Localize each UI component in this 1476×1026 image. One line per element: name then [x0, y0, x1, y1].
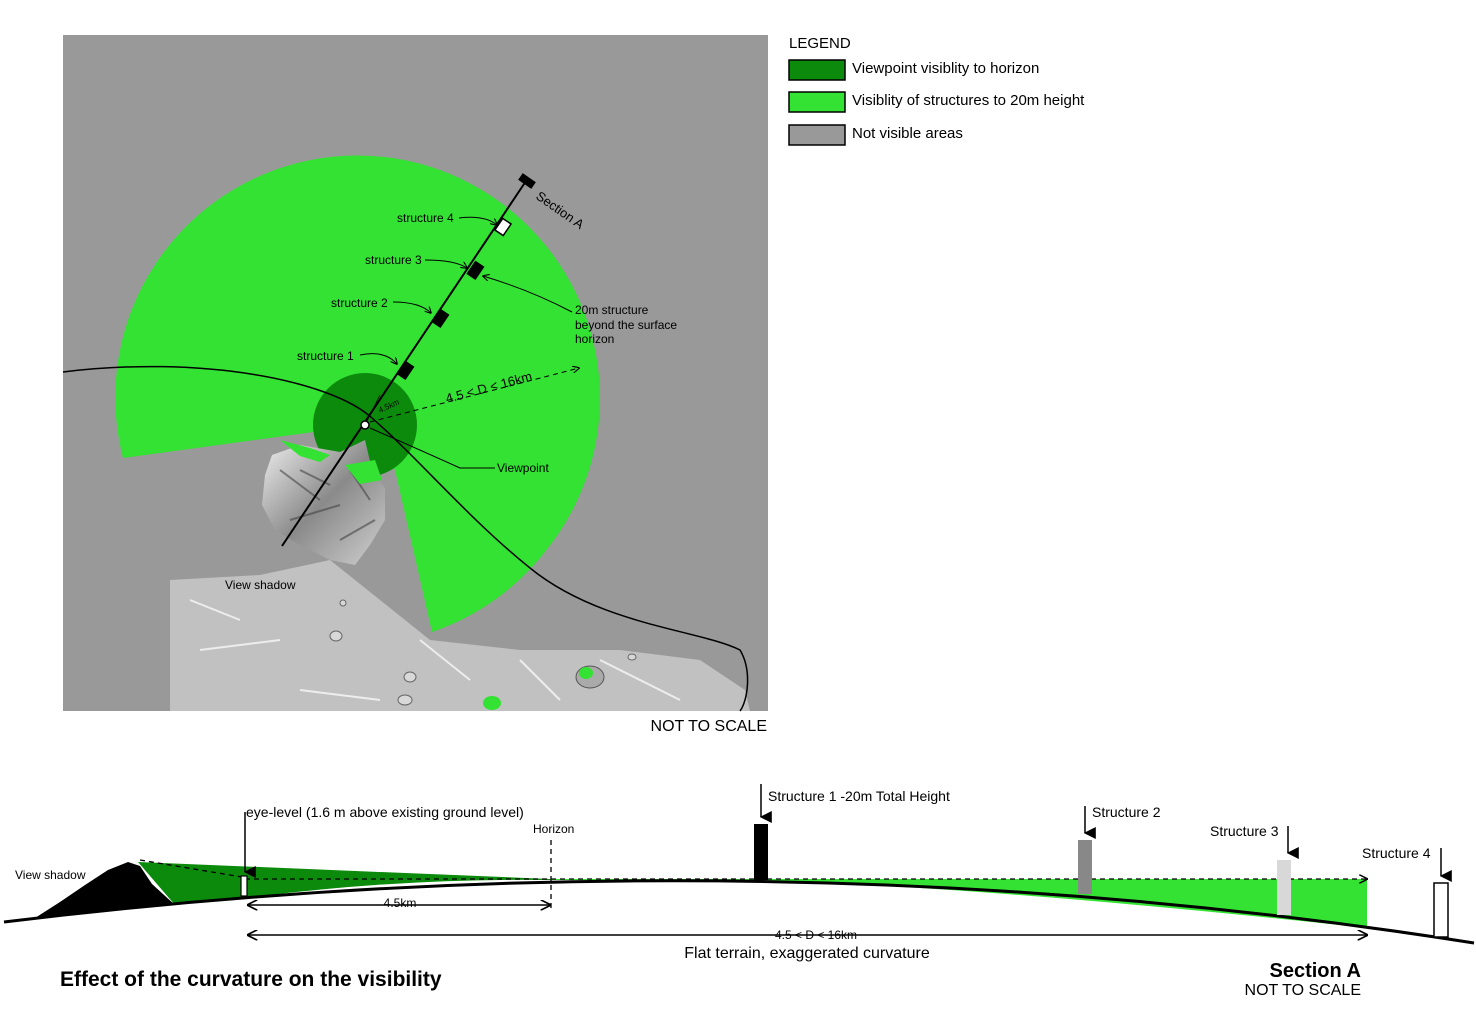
ground-curve [3, 879, 1475, 945]
structure-3-section-label: Structure 3 [1210, 823, 1279, 839]
legend-swatch-viewpoint [788, 59, 846, 81]
structure-3-label: structure 3 [365, 253, 422, 267]
horizon-label: Horizon [533, 822, 574, 836]
legend: LEGEND Viewpoint visiblity to horizon Vi… [788, 35, 1085, 146]
structure-4-label: structure 4 [397, 211, 454, 225]
section-diagram: View shadow eye-level (1.6 m above exist… [3, 784, 1475, 999]
map-structure-2 [431, 308, 450, 328]
legend-title: LEGEND [789, 35, 851, 52]
structure-1-label: structure 1 [297, 349, 354, 363]
section-scale-note: NOT TO SCALE [1245, 982, 1361, 999]
structure-4-section-label: Structure 4 [1362, 845, 1431, 861]
map-structure-4 [493, 217, 513, 237]
legend-label-structures: Visiblity of structures to 20m height [852, 92, 1085, 109]
section-structure-2 [1078, 840, 1092, 894]
legend-swatch-structures [788, 91, 846, 113]
legend-label-not-visible: Not visible areas [852, 125, 963, 142]
map-scale-note: NOT TO SCALE [651, 718, 767, 735]
section-structure-1 [754, 824, 768, 880]
section-structure-3 [1277, 860, 1291, 915]
section-hill [35, 862, 175, 918]
viewpoint-label: Viewpoint [497, 461, 549, 475]
terrain-hillshade [170, 560, 750, 711]
hill-ridges [279, 469, 376, 541]
observer-figure [240, 875, 248, 897]
map-view-shadow-label: View shadow [225, 578, 296, 592]
structure-1-section-label: Structure 1 -20m Total Height [768, 788, 950, 804]
terrain-label: Flat terrain, exaggerated curvature [684, 945, 930, 962]
structure-2-section-label: Structure 2 [1092, 804, 1161, 820]
section-structure-4 [1433, 882, 1449, 938]
viewpoint-marker [360, 420, 370, 430]
legend-swatch-not-visible [788, 124, 846, 146]
coastline [62, 365, 749, 712]
beyond-horizon-label: 20m structure beyond the surface horizon [575, 303, 680, 346]
hill-green-patches [280, 440, 382, 484]
legend-label-viewpoint: Viewpoint visiblity to horizon [852, 60, 1039, 77]
section-a-title: Section A [1270, 960, 1362, 982]
long-distance-label: 4.5 < D < 16km [775, 928, 857, 942]
map-structure-1 [396, 360, 415, 380]
map-structure-3 [466, 260, 485, 280]
section-a-end-marker [518, 173, 536, 189]
leader-lines [359, 216, 579, 469]
short-distance-label: 4.5km [384, 896, 417, 910]
islands [329, 599, 637, 710]
section-view-shadow-label: View shadow [15, 868, 86, 882]
structure-2-label: structure 2 [331, 296, 388, 310]
visibility-map: Section A structure 4 structure 3 struct… [62, 35, 768, 735]
section-diagram-title: Effect of the curvature on the visibilit… [60, 968, 442, 991]
section-structure-zone [550, 879, 1367, 928]
eye-level-label: eye-level (1.6 m above existing ground l… [246, 804, 524, 820]
terrain-texture [189, 599, 681, 701]
